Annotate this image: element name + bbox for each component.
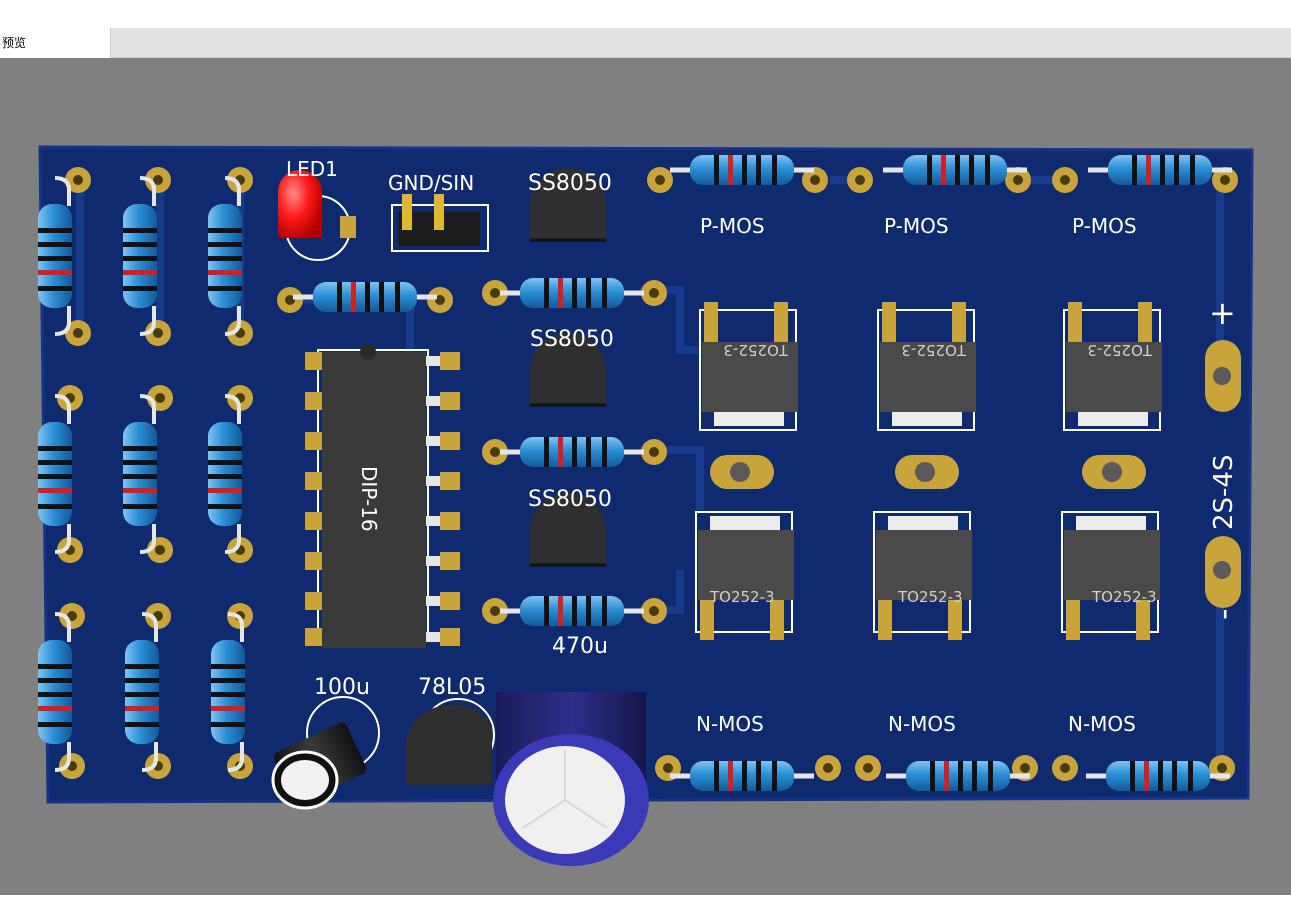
pcb-3d-viewport[interactable]: LED1 GND/SIN SS8050 SS8050 SS8050 — [0, 58, 1291, 895]
transistor-3-label: SS8050 — [528, 487, 612, 512]
pkg-top-1: TO252-3 — [723, 341, 789, 359]
tab-preview[interactable]: 预览 — [0, 28, 111, 58]
nmos-2-label: N-MOS — [888, 712, 956, 736]
pkg-bot-2: TO252-3 — [897, 588, 963, 606]
led-icon: LED1 — [278, 157, 356, 261]
nmos-1-label: N-MOS — [696, 712, 764, 736]
minus-label: - — [1204, 608, 1242, 620]
led-label: LED1 — [286, 157, 338, 181]
resistor-array-left — [36, 167, 253, 779]
pmos-2-label: P-MOS — [884, 214, 949, 238]
status-strip — [0, 895, 1291, 898]
regulator-label: 78L05 — [418, 675, 486, 700]
tab-strip: 预览 — [0, 28, 1291, 58]
plus-label: + — [1209, 294, 1236, 332]
regulator-icon: 78L05 — [405, 675, 495, 785]
header-pins: GND/SIN — [388, 171, 489, 252]
pkg-bot-1: TO252-3 — [709, 588, 775, 606]
pkg-top-3: TO252-3 — [1087, 341, 1153, 359]
transistor-1-label: SS8050 — [528, 171, 612, 196]
mosfet-icon: P-MOS P-MOS P-MOS TO252-3 TO252-3 TO252-… — [647, 155, 1238, 791]
pcb-render: LED1 GND/SIN SS8050 SS8050 SS8050 — [36, 145, 1254, 866]
nmos-3-label: N-MOS — [1068, 712, 1136, 736]
transistor-2-label: SS8050 — [530, 327, 614, 352]
power-connector: + 2S-4S - — [1204, 294, 1242, 620]
pmos-3-label: P-MOS — [1072, 214, 1137, 238]
tab-preview-label: 预览 — [2, 36, 27, 50]
pkg-top-2: TO252-3 — [901, 341, 967, 359]
ic-label: DIP-16 — [357, 466, 381, 532]
resistor-icon — [36, 167, 253, 779]
pmos-1-label: P-MOS — [700, 214, 765, 238]
pkg-bot-3: TO252-3 — [1091, 588, 1157, 606]
transistor-icon: SS8050 SS8050 SS8050 — [482, 166, 667, 626]
cap-large-label: 470u — [552, 634, 608, 659]
capacitor-icon: 100u — [271, 675, 380, 810]
header-label: GND/SIN — [388, 171, 474, 195]
window-title-bar — [0, 0, 1291, 28]
cap-small-label: 100u — [314, 675, 370, 700]
voltage-label: 2S-4S — [1209, 455, 1239, 530]
ic-dip16: DIP-16 — [305, 344, 460, 648]
capacitor-icon: 470u — [493, 634, 649, 866]
